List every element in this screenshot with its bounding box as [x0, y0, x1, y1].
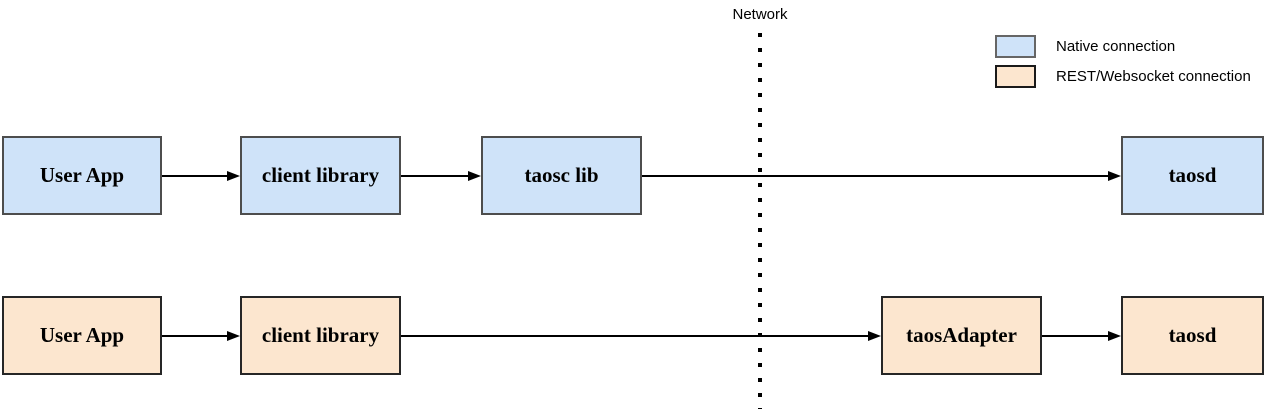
arrow-line — [401, 175, 468, 177]
node-taosd-rest: taosd — [1121, 296, 1264, 375]
network-divider-dotted-line — [758, 33, 762, 409]
legend-label-native: Native connection — [1056, 38, 1176, 55]
node-user-app-native: User App — [2, 136, 162, 215]
node-taosadapter: taosAdapter — [881, 296, 1042, 375]
arrow-head-icon — [1108, 171, 1121, 181]
node-taosc-lib: taosc lib — [481, 136, 642, 215]
legend-swatch-native-icon — [995, 35, 1036, 58]
arrow-line — [401, 335, 868, 337]
node-user-app-rest: User App — [2, 296, 162, 375]
arrow-line — [162, 335, 227, 337]
legend-label-rest: REST/Websocket connection — [1056, 68, 1251, 85]
legend-swatch-rest-icon — [995, 65, 1036, 88]
arrow-line — [1042, 335, 1108, 337]
arrow-line — [642, 175, 1108, 177]
legend-item-rest: REST/Websocket connection — [995, 65, 1251, 88]
arrow-head-icon — [868, 331, 881, 341]
node-client-library-native: client library — [240, 136, 401, 215]
arrow-head-icon — [468, 171, 481, 181]
network-label: Network — [732, 6, 788, 23]
node-client-library-rest: client library — [240, 296, 401, 375]
legend-item-native: Native connection — [995, 35, 1175, 58]
arrow-head-icon — [1108, 331, 1121, 341]
arrow-head-icon — [227, 331, 240, 341]
node-taosd-native: taosd — [1121, 136, 1264, 215]
arrow-head-icon — [227, 171, 240, 181]
arrow-line — [162, 175, 227, 177]
